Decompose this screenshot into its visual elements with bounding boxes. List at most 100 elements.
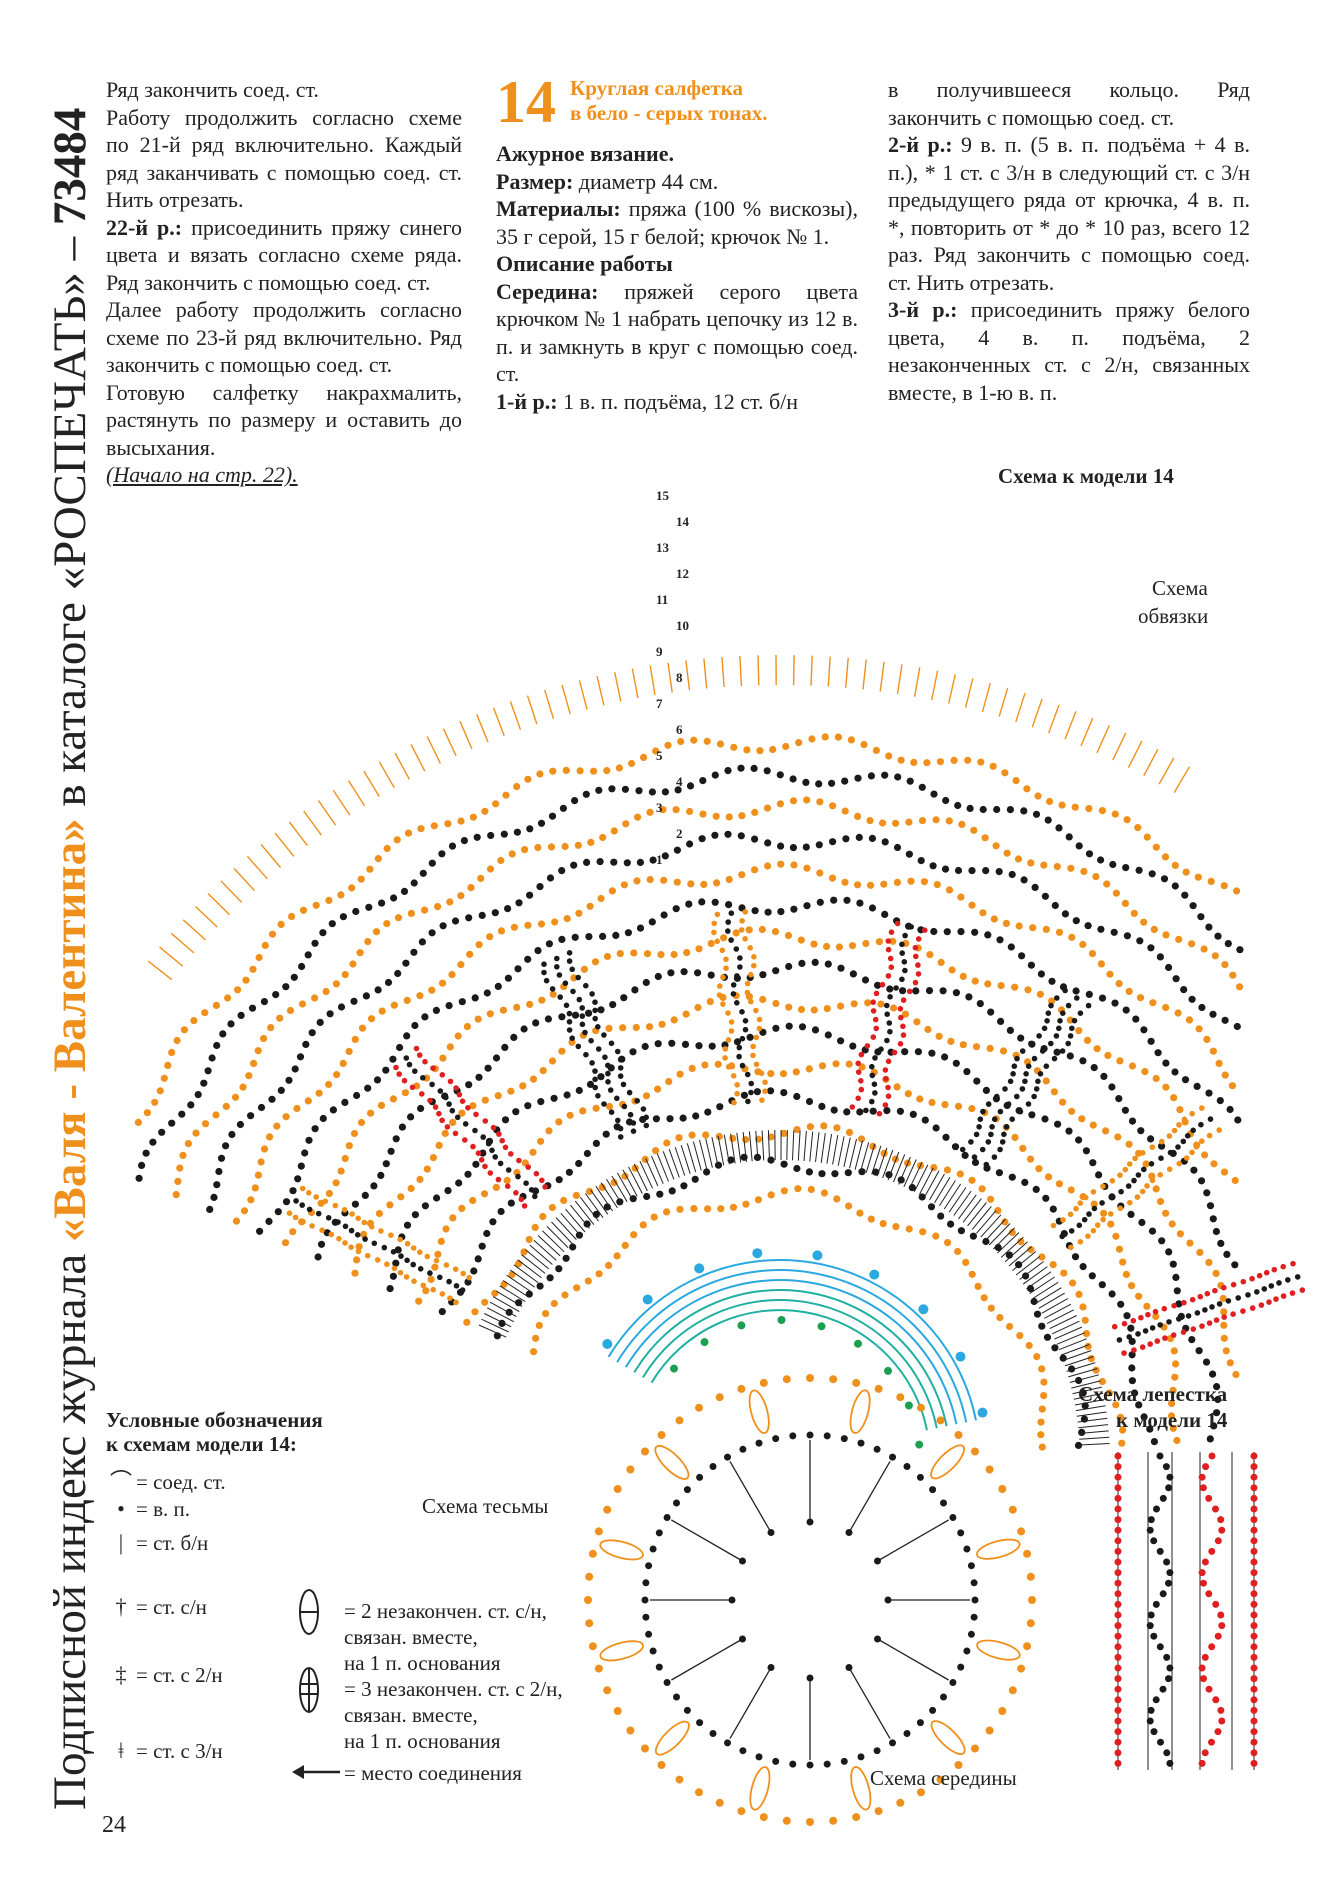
petal-dot (497, 1160, 504, 1167)
chain-dot (174, 1177, 182, 1185)
petal-dot (742, 936, 748, 942)
chain-dot (673, 846, 682, 854)
chain-dot (1205, 923, 1213, 931)
chain-dot (260, 1145, 269, 1153)
chain-dot (680, 1182, 688, 1190)
chain-dot (1224, 940, 1232, 948)
chain-dot (392, 1135, 400, 1143)
chain-dot (1098, 807, 1106, 815)
chain-dot (1250, 1611, 1258, 1619)
chain-dot (881, 771, 889, 779)
petal-dot (739, 1062, 746, 1069)
stitch-line (170, 932, 195, 954)
chain-dot (1023, 785, 1031, 793)
chain-dot (1089, 1121, 1097, 1129)
chain-dot (961, 1151, 969, 1159)
chain-dot (849, 970, 858, 978)
stitch-line (832, 1135, 839, 1165)
chain-dot (561, 1291, 569, 1299)
chain-dot (1217, 1611, 1225, 1619)
chain-dot (665, 1077, 673, 1086)
edging-stitches (147, 654, 1191, 1446)
chain-dot (623, 859, 631, 867)
chain-dot (1207, 877, 1215, 886)
row-number-label: 7 (656, 696, 663, 711)
chain-dot (1015, 922, 1023, 930)
chain-dot (1205, 1258, 1213, 1266)
cluster-mark (976, 1538, 1021, 1560)
chain-dot (240, 1207, 249, 1215)
petal-dot (894, 920, 901, 927)
chain-dot (1140, 1026, 1148, 1034)
chain-dot (1055, 928, 1064, 936)
petal-dot (1198, 1121, 1204, 1128)
stitch-line (797, 1130, 801, 1161)
chain-dot (889, 1739, 896, 1747)
chain-dot (204, 1067, 212, 1075)
chain-dot (1038, 1405, 1046, 1413)
chain-dot (695, 1403, 703, 1412)
chain-dot (856, 1209, 864, 1217)
stitch-line (246, 855, 268, 880)
legend-text: = в. п. (136, 1497, 190, 1521)
chain-dot (1173, 1436, 1181, 1445)
chain-dot (867, 881, 875, 889)
chain-dot (282, 1113, 290, 1121)
chain-dot (584, 1277, 592, 1285)
stitch-line (1004, 1241, 1028, 1263)
chain-dot (856, 1108, 864, 1116)
petal-dot (855, 1060, 861, 1067)
stitch-line (533, 1239, 557, 1261)
petal-dot (335, 1219, 341, 1225)
chain-dot (1038, 1443, 1046, 1451)
chain-dot (711, 831, 719, 839)
chain-dot (465, 1081, 473, 1089)
stitch-line (903, 1159, 917, 1188)
chain-dot (1176, 1230, 1184, 1238)
petal-dot (959, 1146, 966, 1153)
chain-dot (683, 1486, 691, 1494)
chain-dot (571, 933, 579, 941)
chain-dot (1095, 1171, 1103, 1179)
chain-dot (1122, 1006, 1130, 1014)
chain-dot (996, 1314, 1004, 1322)
chain-dot (688, 1064, 696, 1072)
chain-dot (995, 1169, 1004, 1177)
chain-dot (1149, 999, 1157, 1007)
chain-dot (1029, 924, 1037, 932)
chain-dot (551, 918, 559, 926)
petal-dot (1117, 1205, 1124, 1212)
chain-dot (353, 1091, 361, 1100)
petal-dot (737, 955, 743, 961)
petal-dot (430, 1286, 437, 1293)
chain-dot (1079, 1263, 1087, 1271)
petal-dot (1073, 1205, 1079, 1212)
chain-dot (597, 1073, 605, 1081)
petal-dot (1254, 1289, 1260, 1295)
chain-dot (524, 1102, 532, 1110)
chain-dot (1038, 1322, 1046, 1330)
stitch-line (671, 1639, 742, 1681)
petal-dot (1180, 1329, 1187, 1335)
petal-dot (870, 1008, 877, 1014)
chain-dot (403, 1221, 412, 1229)
chain-dot (1212, 1269, 1220, 1277)
chain-dot (469, 1196, 477, 1205)
chain-dot (1085, 850, 1094, 858)
chain-dot (319, 929, 327, 937)
chain-dot (1171, 1068, 1179, 1076)
chain-dot (630, 1231, 638, 1239)
chain-dot (1128, 1337, 1136, 1345)
chain-dot (1220, 1334, 1228, 1342)
chain-dot (874, 1557, 881, 1565)
chain-dot (1214, 932, 1222, 940)
chain-icon: • (117, 1496, 125, 1521)
chain-dot (1169, 1386, 1177, 1394)
chain-dot (1006, 1026, 1015, 1034)
chain-dot (538, 996, 546, 1004)
stitch-line (551, 1221, 573, 1244)
chain-dot (434, 1250, 442, 1258)
petal-dot (1189, 1149, 1195, 1156)
chain-dot (605, 1024, 613, 1032)
chain-dot (1097, 856, 1105, 864)
